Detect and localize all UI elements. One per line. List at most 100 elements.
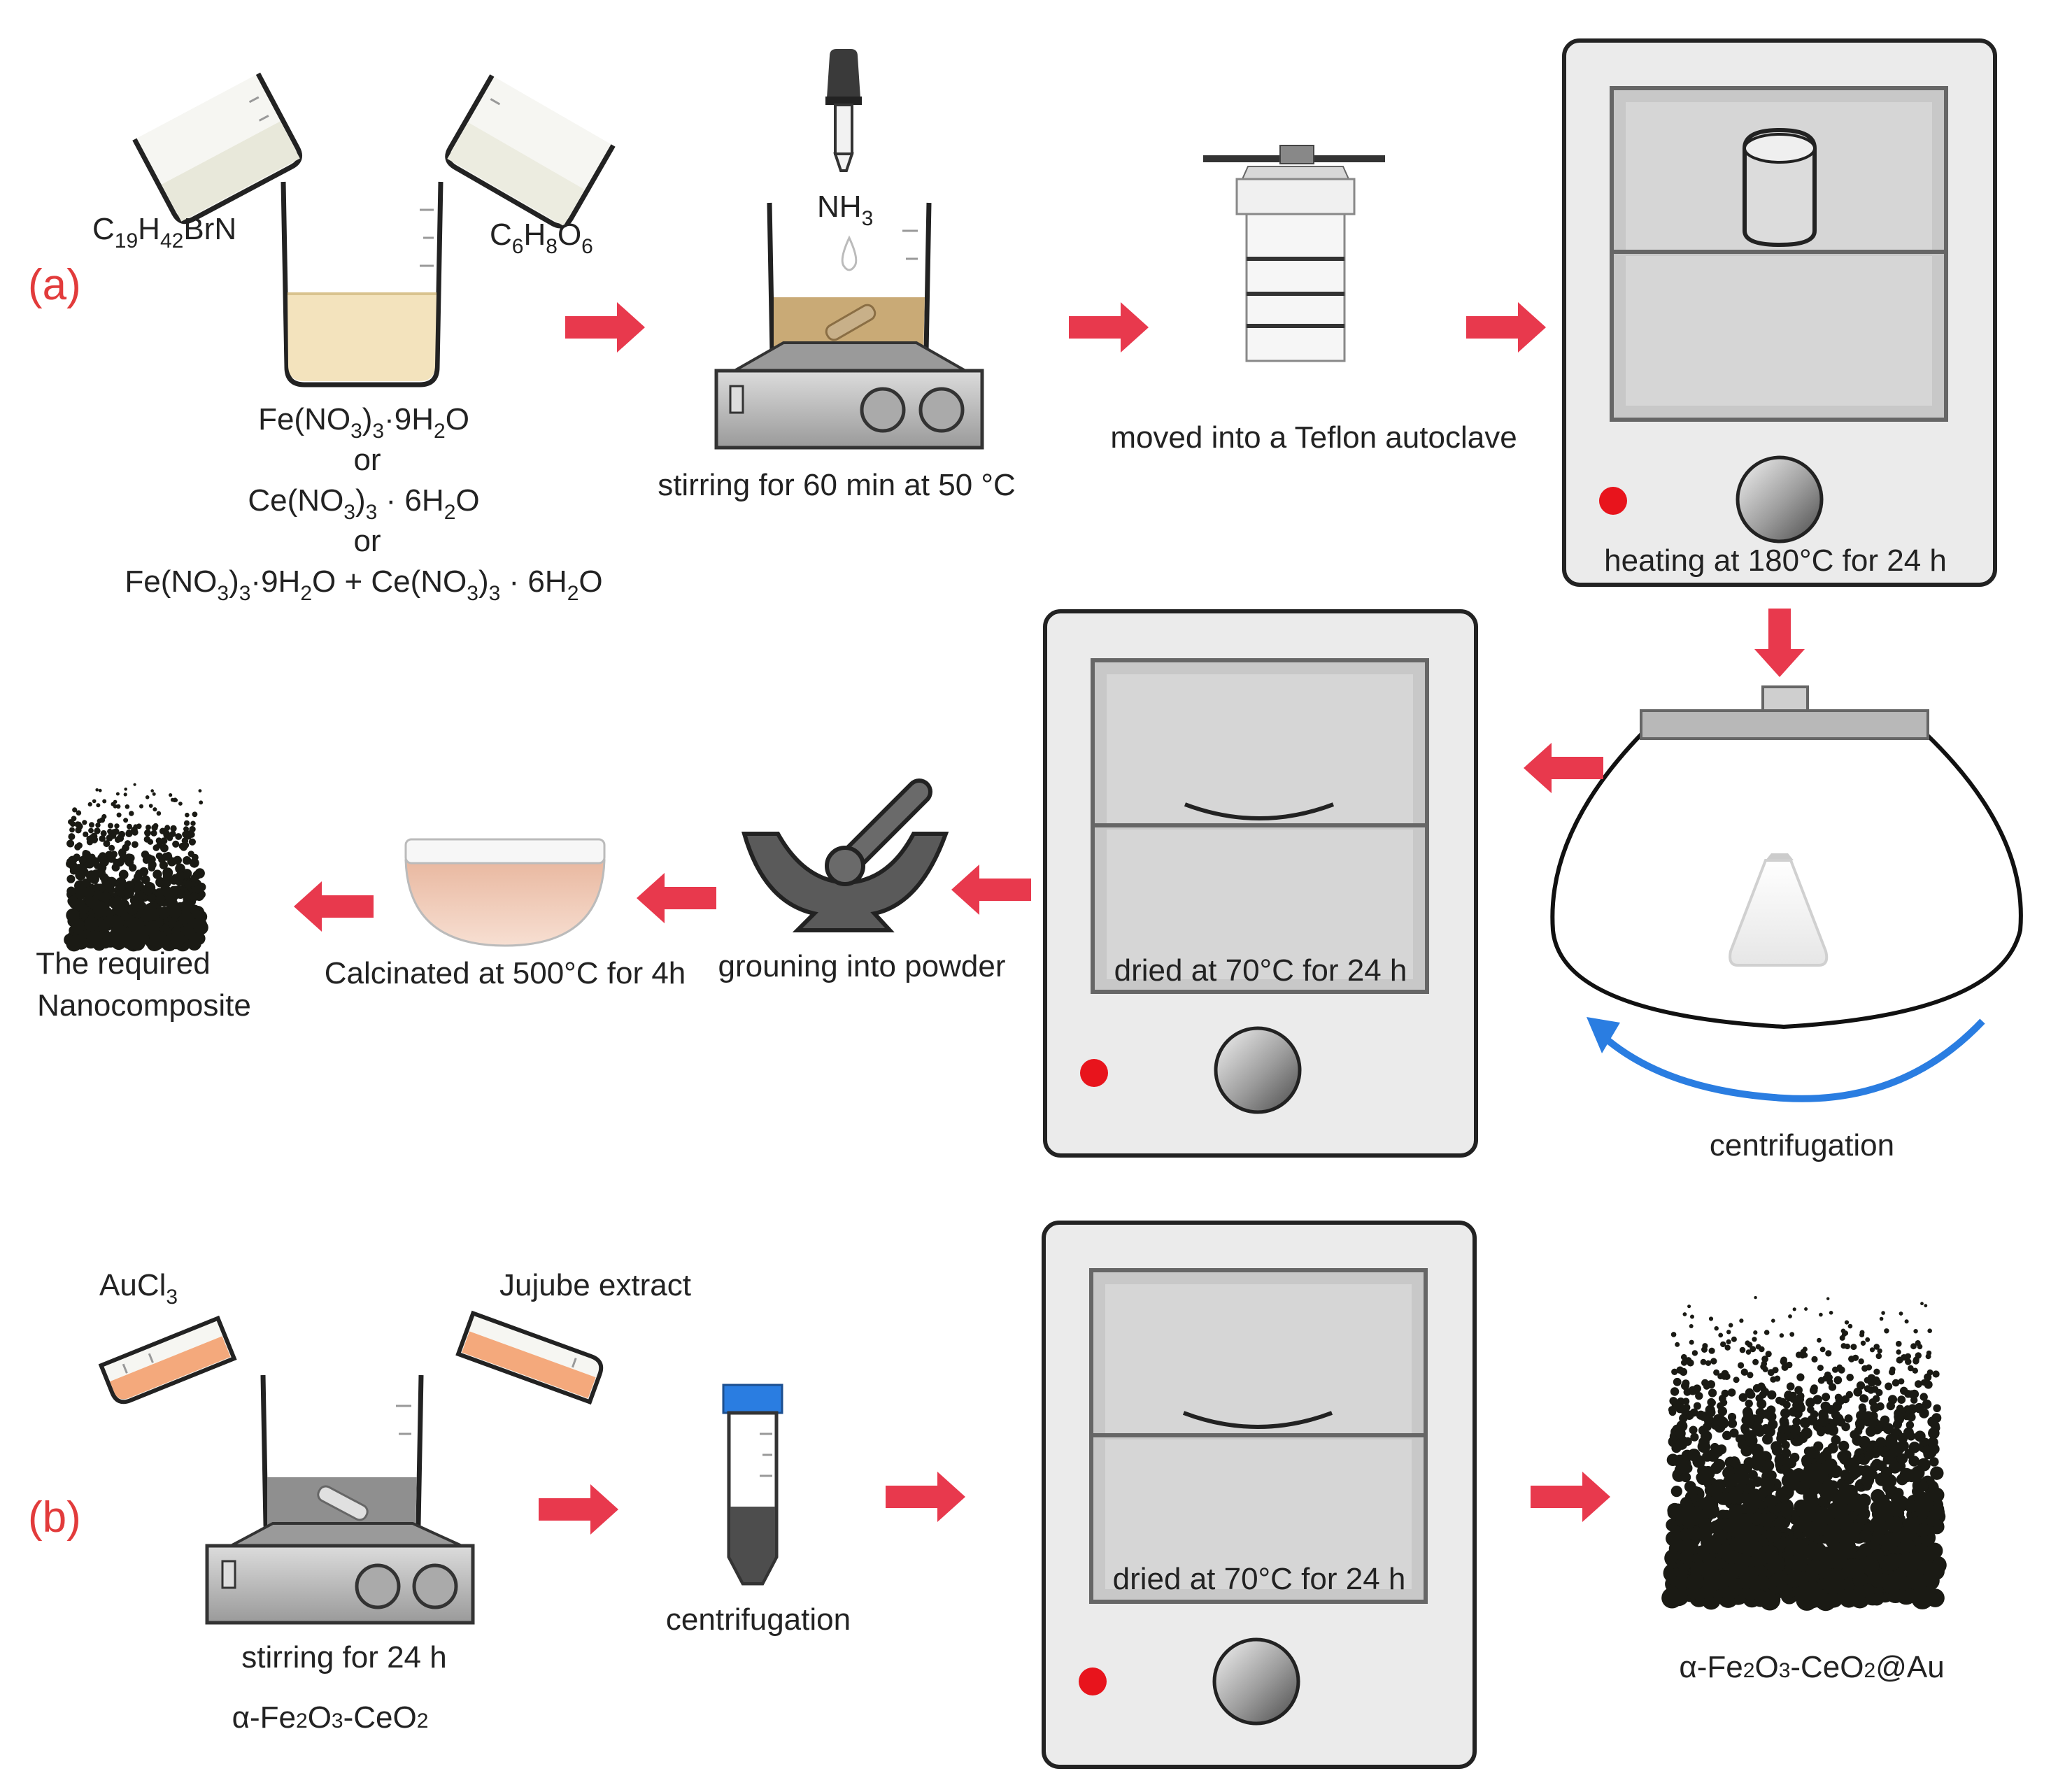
particle bbox=[1887, 1395, 1898, 1405]
particle bbox=[1822, 1374, 1829, 1382]
particle bbox=[116, 812, 122, 818]
particle bbox=[1794, 1386, 1803, 1395]
particle bbox=[1817, 1337, 1822, 1343]
particle bbox=[190, 893, 199, 902]
particle bbox=[1666, 1530, 1682, 1546]
particle bbox=[1748, 1488, 1761, 1502]
particle bbox=[89, 822, 94, 828]
beaker-ascorbic bbox=[445, 74, 616, 229]
particle bbox=[1733, 1377, 1740, 1384]
particle bbox=[1738, 1393, 1747, 1402]
particle bbox=[139, 804, 143, 809]
particle bbox=[1828, 1383, 1837, 1391]
arrow-right-b1 bbox=[539, 1484, 618, 1535]
particle bbox=[1717, 1402, 1724, 1410]
particle bbox=[189, 825, 196, 833]
particle bbox=[1796, 1470, 1810, 1483]
particle bbox=[1682, 1514, 1696, 1529]
centrifuge-icon bbox=[1542, 685, 2031, 1102]
particle bbox=[1731, 1336, 1737, 1342]
particle bbox=[1889, 1503, 1903, 1518]
particle bbox=[1876, 1402, 1885, 1411]
particle bbox=[1907, 1412, 1916, 1422]
particle bbox=[115, 792, 120, 796]
particle bbox=[1899, 1467, 1914, 1483]
particle bbox=[1796, 1403, 1806, 1413]
particle bbox=[1729, 1504, 1743, 1518]
particle bbox=[1668, 1406, 1676, 1414]
particle bbox=[1741, 1415, 1752, 1425]
particle bbox=[99, 873, 108, 882]
particle bbox=[1885, 1516, 1903, 1533]
particle bbox=[1933, 1404, 1941, 1413]
particle bbox=[1896, 1349, 1901, 1355]
particle bbox=[1747, 1372, 1754, 1379]
particle bbox=[1861, 1473, 1875, 1487]
particle bbox=[1804, 1307, 1808, 1311]
particle bbox=[182, 841, 190, 849]
particle bbox=[1881, 1466, 1892, 1478]
particle bbox=[1670, 1486, 1682, 1498]
step-autoclave: moved into a Teflon autoclave bbox=[1110, 420, 1517, 455]
particle bbox=[94, 827, 101, 834]
particle bbox=[117, 883, 126, 892]
particle bbox=[162, 872, 172, 881]
product-label-b: α-Fe2O3-CeO2@Au bbox=[1679, 1650, 1944, 1684]
particle bbox=[82, 878, 91, 888]
particle bbox=[1875, 1353, 1882, 1360]
particle bbox=[66, 886, 76, 896]
particle bbox=[1910, 1343, 1917, 1350]
particle bbox=[1901, 1354, 1908, 1361]
particle bbox=[1884, 1553, 1901, 1571]
particle bbox=[1714, 1326, 1719, 1331]
particle bbox=[1873, 1368, 1880, 1375]
particle bbox=[1860, 1583, 1875, 1598]
arrow-right-2 bbox=[1069, 302, 1149, 353]
particle bbox=[1817, 1365, 1824, 1372]
particle bbox=[1930, 1466, 1944, 1480]
particle bbox=[1694, 1511, 1707, 1525]
particle bbox=[1693, 1384, 1702, 1393]
particle bbox=[1807, 1558, 1824, 1576]
particle bbox=[187, 851, 194, 858]
particle bbox=[1727, 1388, 1736, 1397]
particle bbox=[1708, 1399, 1716, 1407]
particle bbox=[1740, 1368, 1748, 1376]
particle bbox=[1919, 1393, 1928, 1401]
particle bbox=[87, 802, 92, 806]
particle bbox=[1753, 1330, 1758, 1335]
particle bbox=[133, 783, 136, 786]
particle bbox=[76, 810, 82, 816]
arrow-down bbox=[1754, 609, 1805, 677]
particle bbox=[1752, 1423, 1764, 1434]
particle bbox=[1910, 1396, 1918, 1404]
particle bbox=[1910, 1389, 1919, 1399]
particle bbox=[108, 823, 113, 829]
particle bbox=[71, 816, 77, 822]
particle bbox=[76, 823, 83, 830]
particle bbox=[152, 807, 157, 812]
arrow-left-2 bbox=[951, 865, 1031, 915]
particle bbox=[103, 916, 115, 928]
particle bbox=[1808, 1449, 1818, 1459]
arrow-left-4 bbox=[294, 881, 374, 932]
particle bbox=[1917, 1523, 1931, 1537]
particle bbox=[190, 820, 196, 826]
particle bbox=[1747, 1391, 1756, 1399]
particle bbox=[1718, 1491, 1733, 1505]
particle bbox=[1927, 1328, 1932, 1333]
particle bbox=[125, 804, 130, 809]
particle bbox=[1825, 1350, 1832, 1357]
particle bbox=[1887, 1449, 1896, 1458]
particle bbox=[156, 811, 162, 816]
particle bbox=[1839, 1588, 1859, 1608]
particle bbox=[1889, 1366, 1896, 1373]
particle bbox=[1812, 1395, 1822, 1405]
particle bbox=[1899, 1311, 1903, 1316]
particle bbox=[163, 830, 170, 837]
particle bbox=[102, 799, 107, 804]
particle bbox=[1722, 1430, 1732, 1440]
particle bbox=[1874, 1521, 1889, 1535]
particle bbox=[150, 789, 154, 792]
particle bbox=[1705, 1360, 1712, 1366]
